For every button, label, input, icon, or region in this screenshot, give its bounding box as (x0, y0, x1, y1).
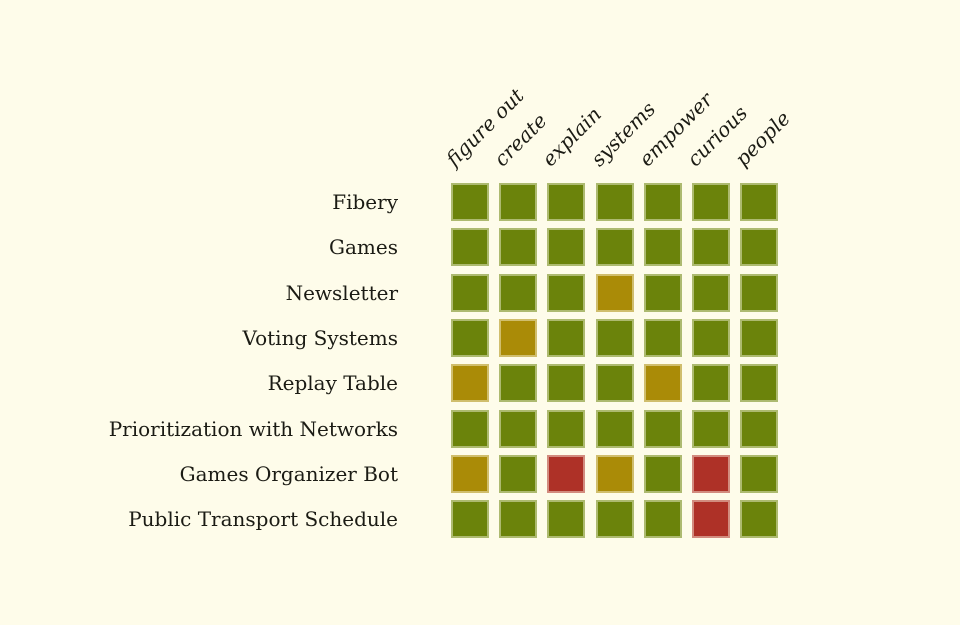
heatmap-cell (595, 409, 634, 448)
heatmap-cell (692, 500, 730, 539)
heatmap-cell (499, 364, 538, 403)
heatmap-cell (547, 500, 586, 539)
heatmap-cell (643, 273, 682, 312)
heatmap-cell (595, 454, 634, 493)
heatmap-cell (643, 183, 682, 221)
heatmap-cell (740, 500, 779, 539)
heatmap-cell (499, 183, 538, 221)
heatmap-cell (499, 273, 538, 312)
heatmap-cell (595, 500, 634, 539)
heatmap-cell (643, 454, 682, 493)
row-label: Voting Systems (242, 325, 399, 350)
heatmap-cell (595, 228, 634, 267)
heatmap-cell (547, 364, 586, 403)
heatmap-cell (451, 183, 489, 221)
heatmap-cell (451, 364, 489, 403)
heatmap-cell (692, 183, 730, 221)
heatmap-cell (547, 273, 586, 312)
heatmap-cell (499, 500, 538, 539)
heatmap-cell (740, 273, 779, 312)
heatmap-cell (643, 500, 682, 539)
heatmap-cell (740, 454, 779, 493)
heatmap-cell (499, 454, 538, 493)
heatmap-cell (499, 318, 538, 357)
heatmap-cell (595, 364, 634, 403)
heatmap-cell (692, 364, 730, 403)
heatmap-cell (740, 409, 779, 448)
heatmap-cell (499, 409, 538, 448)
heatmap-cell (451, 273, 489, 312)
row-label: Games Organizer Bot (179, 461, 398, 486)
heatmap-cell (740, 228, 779, 267)
heatmap-cell (451, 454, 489, 493)
heatmap-cell (595, 183, 634, 221)
row-label: Newsletter (285, 280, 398, 305)
heatmap-cell (692, 273, 730, 312)
heatmap-cell (643, 409, 682, 448)
heatmap-cell (643, 318, 682, 357)
heatmap-cell (547, 454, 586, 493)
heatmap-cell (451, 318, 489, 357)
heatmap-cell (692, 454, 730, 493)
row-label: Games (329, 235, 398, 260)
heatmap-cell (740, 364, 779, 403)
heatmap-cell (643, 228, 682, 267)
heatmap-cell (451, 409, 489, 448)
heatmap-cell (451, 500, 489, 539)
row-label: Fibery (332, 190, 398, 214)
row-label: Replay Table (267, 371, 398, 396)
heatmap-cell (547, 228, 586, 267)
heatmap-cell (547, 183, 586, 221)
row-label: Prioritization with Networks (108, 416, 398, 441)
heatmap-cell (547, 409, 586, 448)
heatmap-cell (740, 318, 779, 357)
heatmap-cell (643, 364, 682, 403)
heatmap-cell (692, 228, 730, 267)
heatmap-cell (595, 318, 634, 357)
row-label: Public Transport Schedule (128, 507, 398, 532)
heatmap-cell (451, 228, 489, 267)
heatmap-cell (595, 273, 634, 312)
heatmap-cell (740, 183, 779, 221)
heatmap-cell (692, 409, 730, 448)
heatmap-cell (499, 228, 538, 267)
heatmap-cell (547, 318, 586, 357)
heatmap-cell (692, 318, 730, 357)
